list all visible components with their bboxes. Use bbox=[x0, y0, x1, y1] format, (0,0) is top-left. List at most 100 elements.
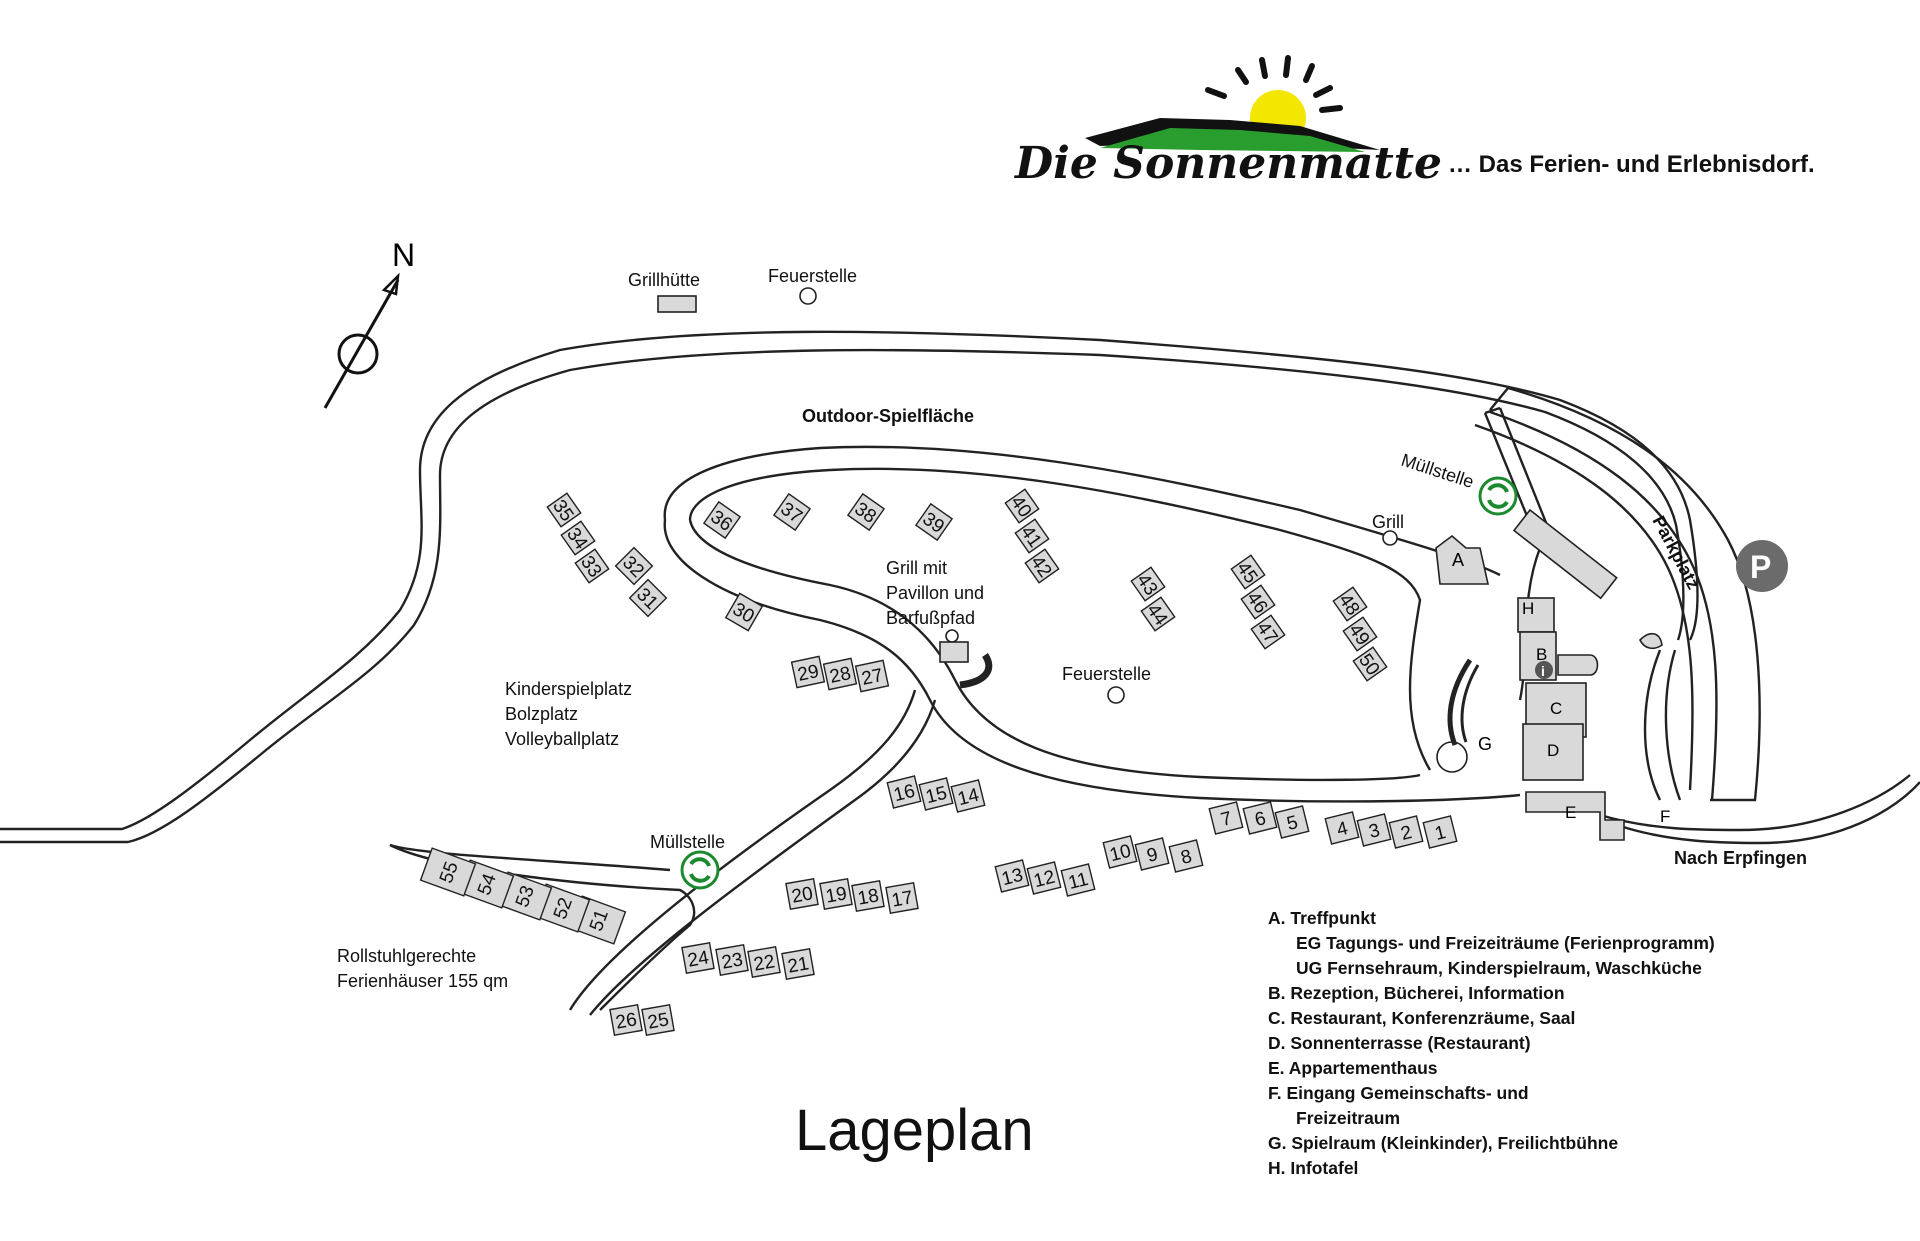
house-shape bbox=[950, 779, 986, 813]
house-25: 25 bbox=[641, 1003, 675, 1037]
house-shape bbox=[1342, 616, 1378, 652]
house-shape bbox=[819, 877, 853, 911]
parking-lot bbox=[1512, 508, 1618, 600]
house-shape bbox=[854, 659, 890, 693]
house-number: 18 bbox=[856, 885, 880, 909]
house-number: 24 bbox=[686, 947, 711, 971]
house-shape bbox=[1422, 815, 1458, 849]
house-shape bbox=[851, 879, 885, 913]
house-16: 16 bbox=[886, 775, 922, 809]
compass-letter: N bbox=[392, 237, 415, 273]
house-7: 7 bbox=[1208, 801, 1244, 835]
label-grillhuette: Grillhütte bbox=[628, 270, 700, 290]
house-shape bbox=[994, 859, 1030, 893]
house-20: 20 bbox=[785, 877, 819, 911]
house-number: 21 bbox=[786, 953, 810, 977]
recycling-icon bbox=[1478, 476, 1518, 516]
label-grill-pavillon-3: Barfußpfad bbox=[886, 608, 975, 628]
house-43: 43 bbox=[1130, 566, 1166, 602]
legend-line-10: G. Spielraum (Kleinkinder), Freilichtbüh… bbox=[1268, 1133, 1618, 1153]
house-13: 13 bbox=[994, 859, 1030, 893]
fire-pit-mid-icon bbox=[1107, 686, 1125, 704]
house-shape bbox=[1130, 566, 1166, 602]
house-shape bbox=[1014, 518, 1050, 554]
pavillon-building bbox=[939, 641, 969, 663]
north-arrow-icon: N bbox=[323, 237, 415, 409]
house-number: 19 bbox=[824, 883, 848, 907]
house-5: 5 bbox=[1274, 805, 1310, 839]
slogan: … Das Ferien- und Erlebnisdorf. bbox=[1448, 151, 1815, 178]
house-number: 43 bbox=[1132, 570, 1161, 599]
house-4: 4 bbox=[1324, 811, 1360, 845]
legend-line-5: C. Restaurant, Konferenzräume, Saal bbox=[1268, 1008, 1575, 1028]
house-shape bbox=[1388, 815, 1424, 849]
label-nach-erpfingen: Nach Erpfingen bbox=[1674, 848, 1807, 868]
house-number: 13 bbox=[1000, 865, 1026, 890]
house-45: 45 bbox=[1230, 554, 1266, 590]
legend-line-7: E. Appartementhaus bbox=[1268, 1058, 1438, 1078]
house-number: 33 bbox=[576, 552, 605, 581]
house-shape bbox=[1356, 813, 1392, 847]
house-24: 24 bbox=[681, 941, 715, 975]
house-28: 28 bbox=[822, 657, 858, 691]
house-number: 44 bbox=[1142, 600, 1172, 630]
house-shape bbox=[715, 943, 749, 977]
house-12: 12 bbox=[1026, 861, 1062, 895]
house-39: 39 bbox=[914, 502, 954, 542]
house-19: 19 bbox=[819, 877, 853, 911]
label-feuerstelle-top: Feuerstelle bbox=[768, 266, 857, 286]
house-number: 29 bbox=[796, 661, 821, 686]
house-shape bbox=[560, 520, 596, 556]
house-shape bbox=[1026, 861, 1062, 895]
house-number: 2 bbox=[1399, 822, 1414, 845]
grill-icon bbox=[1382, 530, 1398, 546]
house-44: 44 bbox=[1140, 596, 1176, 632]
house-number: 28 bbox=[828, 663, 853, 688]
page-title: Lageplan bbox=[795, 1098, 1034, 1163]
house-number: 16 bbox=[892, 781, 918, 806]
house-47: 47 bbox=[1250, 614, 1286, 650]
house-38: 38 bbox=[846, 492, 886, 532]
house-shape bbox=[1324, 811, 1360, 845]
svg-text:C: C bbox=[1550, 699, 1562, 718]
house-36: 36 bbox=[702, 500, 742, 540]
house-31: 31 bbox=[628, 578, 668, 618]
house-number: 5 bbox=[1285, 812, 1300, 835]
house-shape bbox=[1274, 805, 1310, 839]
house-shape bbox=[419, 847, 477, 897]
label-kinder-2: Bolzplatz bbox=[505, 704, 578, 724]
house-number: 50 bbox=[1354, 650, 1383, 679]
house-9: 9 bbox=[1134, 837, 1170, 871]
house-shape bbox=[918, 777, 954, 811]
house-number: 26 bbox=[614, 1009, 638, 1033]
house-shape bbox=[628, 578, 668, 618]
house-shape bbox=[747, 945, 781, 979]
house-number: 45 bbox=[1232, 558, 1261, 587]
legend-line-9: Freizeitraum bbox=[1296, 1108, 1400, 1128]
house-33: 33 bbox=[574, 548, 610, 584]
svg-text:F: F bbox=[1660, 807, 1670, 826]
building-f: F bbox=[1660, 807, 1670, 826]
house-number: 10 bbox=[1108, 841, 1134, 866]
house-number: 34 bbox=[562, 524, 592, 554]
house-number: 8 bbox=[1179, 846, 1194, 869]
house-22: 22 bbox=[747, 945, 781, 979]
house-number: 12 bbox=[1032, 867, 1058, 892]
svg-text:E: E bbox=[1565, 803, 1576, 822]
house-shape bbox=[1140, 596, 1176, 632]
house-shape bbox=[1240, 584, 1276, 620]
house-number: 40 bbox=[1006, 492, 1035, 521]
house-number: 3 bbox=[1367, 820, 1382, 843]
fire-pit-icon bbox=[799, 287, 817, 305]
house-shape bbox=[1250, 614, 1286, 650]
roads bbox=[0, 330, 1920, 1016]
label-kinder-1: Kinderspielplatz bbox=[505, 679, 632, 699]
legend-line-11: H. Infotafel bbox=[1268, 1158, 1358, 1178]
house-number: 23 bbox=[720, 949, 744, 973]
house-number: 49 bbox=[1344, 620, 1373, 649]
logo: Die Sonnenmatte … Das Ferien- und Erlebn… bbox=[1013, 55, 1815, 189]
house-34: 34 bbox=[560, 520, 596, 556]
building-g: G bbox=[1436, 658, 1492, 773]
house-shape bbox=[781, 947, 815, 981]
